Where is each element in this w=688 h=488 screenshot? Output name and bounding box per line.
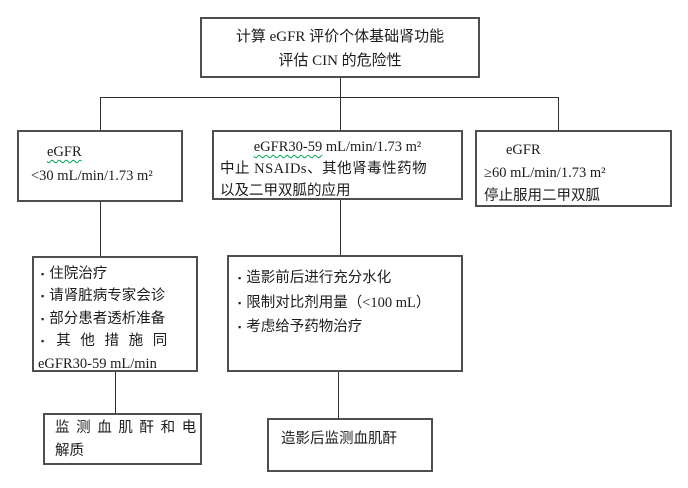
node-assess-egfr-line1: 计算 eGFR 评价个体基础肾功能 — [235, 29, 445, 45]
other-measures-text: 其 他 措 施 同 — [56, 333, 171, 350]
bullet-icon: ▪ — [238, 297, 242, 308]
hydration-text: 造影前后进行充分水化 — [246, 270, 392, 286]
bullet-icon: ▪ — [41, 336, 48, 347]
list-item: ▪ 其 他 措 施 同 — [38, 330, 192, 352]
node-egfr-over-60: eGFR ≥60 mL/min/1.73 m² 停止服用二甲双胍 — [475, 130, 672, 207]
limit-contrast-text: 限制对比剂用量（<100 mL） — [246, 294, 431, 311]
list-item: ▪ 住院治疗 — [38, 263, 192, 285]
node-actions-low-egfr: ▪住院治疗 ▪请肾脏病专家会诊 ▪部分患者透析准备 ▪其 他 措 施 同 eGF… — [32, 256, 198, 372]
stop-metformin-use-text: 以及二甲双胍的应用 — [220, 183, 351, 199]
egfr-over-60-value: ≥60 mL/min/1.73 m² — [484, 165, 606, 181]
node-assess-egfr: 计算 eGFR 评价个体基础肾功能 评估 CIN 的危险性 — [200, 17, 480, 78]
egfr-range-unit: mL/min/1.73 m² — [322, 139, 422, 155]
node-egfr-under-30: eGFR <30 mL/min/1.73 m² — [17, 130, 183, 202]
drug-therapy-text: 考虑给予药物治疗 — [246, 319, 363, 335]
post-contrast-monitor-text: 造影后监测血肌酐 — [281, 431, 397, 447]
list-item: ▪ 部分患者透析准备 — [38, 308, 192, 330]
node-assess-egfr-line2: 评估 CIN 的危险性 — [278, 53, 402, 69]
egfr-range-spellcheck-underline: eGFR30-59 — [253, 139, 323, 155]
stop-metformin-text: 停止服用二甲双胍 — [484, 188, 600, 204]
actions-mid-list: ▪ 造影前后进行充分水化 ▪ 限制对比剂用量（<100 mL） ▪ 考虑给予药物治疗 — [235, 266, 457, 340]
connector-root-stem-line — [340, 78, 341, 97]
stop-nsaids-text: 中止 NSAIDs、其他肾毒性药物 — [220, 161, 428, 177]
monitor-creatinine-line1: 监 测 血 肌 酐 和 电 — [55, 420, 198, 436]
connector-right-drop-line — [558, 97, 559, 130]
list-item: ▪ 请肾脏病专家会诊 — [38, 285, 192, 307]
actions-low-list: ▪住院治疗 ▪请肾脏病专家会诊 ▪部分患者透析准备 ▪其 他 措 施 同 — [38, 263, 192, 353]
bullet-icon: ▪ — [41, 313, 45, 324]
connector-left-to-actions-line — [100, 202, 101, 256]
connector-branch-horizontal-line — [100, 97, 559, 98]
bullet-icon: ▪ — [238, 322, 242, 332]
connector-middle-to-monitor-line — [338, 372, 339, 418]
node-actions-mid-egfr: ▪ 造影前后进行充分水化 ▪ 限制对比剂用量（<100 mL） ▪ 考虑给予药物治疗 — [227, 255, 463, 372]
node-monitor-creatinine-post-contrast: 造影后监测血肌酐 — [267, 418, 433, 472]
node-monitor-creatinine-electrolytes: 监 测 血 肌 酐 和 电 解质 — [43, 413, 202, 465]
egfr-30-59-range: eGFR30-59 mL/min/1.73 m² — [220, 136, 455, 158]
hospitalize-text: 住院治疗 — [49, 266, 108, 282]
node-egfr-30-59: eGFR30-59 mL/min/1.73 m² 中止 NSAIDs、其他肾毒性… — [212, 130, 463, 200]
list-item: ▪ 造影前后进行充分水化 — [235, 266, 457, 291]
connector-left-drop-line — [100, 97, 101, 130]
connector-middle-to-actions-line — [340, 200, 341, 255]
connector-left-to-monitor-line — [115, 372, 116, 413]
egfr-spellcheck-underline: eGFR — [47, 144, 82, 160]
list-item: ▪ 考虑给予药物治疗 — [235, 315, 457, 340]
monitor-creatinine-line2: 解质 — [55, 443, 84, 459]
connector-middle-drop-line — [340, 97, 341, 130]
egfr-label-high: eGFR — [506, 142, 541, 158]
bullet-icon: ▪ — [41, 269, 45, 279]
nephrology-consult-text: 请肾脏病专家会诊 — [49, 288, 166, 305]
bullet-icon: ▪ — [238, 273, 242, 283]
bullet-icon: ▪ — [41, 291, 45, 302]
egfr-under-30-value: <30 mL/min/1.73 m² — [31, 168, 153, 184]
list-item: ▪ 限制对比剂用量（<100 mL） — [235, 291, 457, 316]
dialysis-prep-text: 部分患者透析准备 — [49, 310, 166, 327]
other-measures-continuation: eGFR30-59 mL/min — [38, 355, 157, 372]
egfr-label: eGFR — [31, 140, 173, 164]
